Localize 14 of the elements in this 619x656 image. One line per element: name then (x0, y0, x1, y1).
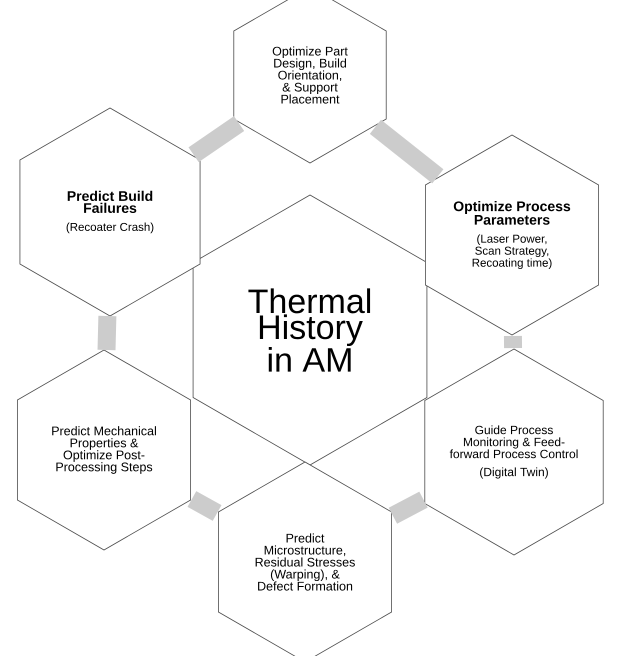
hexagon: Optimize Process Parameters (Laser Power, Scan Strategy, Recoating time) (425, 134, 599, 336)
connector-band (98, 316, 116, 350)
hexagon: Optimize Part Design, Build Orientation, & Support Placement (233, 0, 387, 164)
connector-band (188, 491, 222, 521)
connector-band (370, 120, 444, 184)
hexagon: Guide Process Monitoring & Feed-forward Process Control (Digital Twin) (424, 348, 604, 556)
connector-band (504, 336, 522, 348)
hexagon: Predict Build Failures (Recoater Crash) (20, 108, 200, 316)
hexagon: Predict Mechanical Properties & Optimize Post-Processing Steps (17, 350, 191, 550)
node-label: Predict Microstructure, Residual Stresses (Warping), & Defect Formation (256, 533, 355, 591)
hexagon: Predict Microstructure, Residual Stresses (Warping), & Defect Formation (218, 462, 392, 656)
connector-band (188, 116, 244, 162)
hexagon: Thermal History in AM (192, 194, 428, 466)
connector-band (388, 492, 428, 524)
